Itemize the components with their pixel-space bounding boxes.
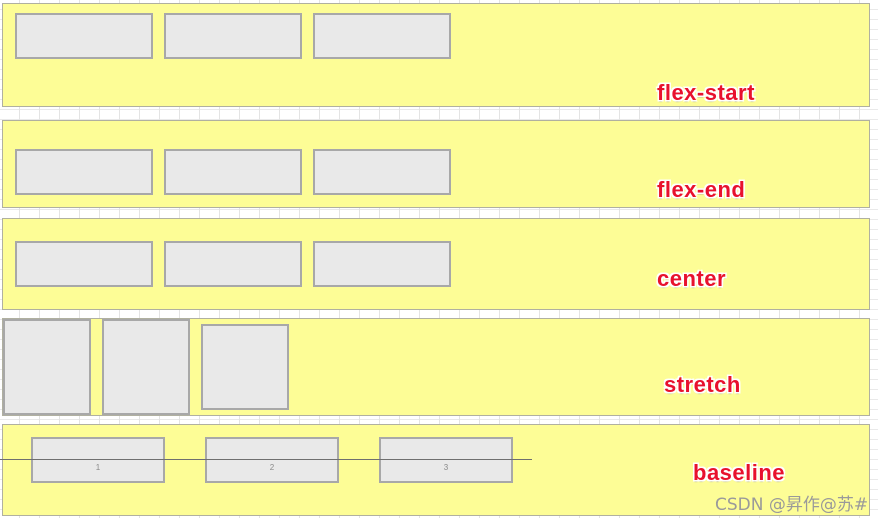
- flex-item: [15, 13, 153, 59]
- row-label-baseline: baseline: [693, 460, 786, 485]
- watermark: CSDN @昇作@苏#: [715, 495, 869, 515]
- flex-item: [313, 13, 451, 59]
- flex-item: [3, 319, 91, 415]
- flex-item: [313, 149, 451, 195]
- flex-item: [15, 149, 153, 195]
- flex-item: [201, 324, 289, 410]
- flex-item: [164, 241, 302, 287]
- flex-item: [164, 13, 302, 59]
- flex-container-flex-start: [2, 3, 870, 107]
- flex-item: 1: [31, 437, 165, 483]
- flex-container-stretch: [2, 318, 870, 416]
- flex-item: [164, 149, 302, 195]
- flex-item: 2: [205, 437, 339, 483]
- flex-item: [15, 241, 153, 287]
- row-label-flex-start: flex-start: [657, 80, 755, 105]
- flex-item: 3: [379, 437, 513, 483]
- row-label-center: center: [657, 266, 727, 291]
- flex-container-baseline: 1 2 3: [2, 424, 870, 516]
- row-label-flex-end: flex-end: [657, 177, 746, 202]
- flex-container-center: [2, 218, 870, 310]
- row-label-stretch: stretch: [664, 372, 741, 397]
- flex-container-flex-end: [2, 120, 870, 208]
- flex-item: [313, 241, 451, 287]
- flex-item: [102, 319, 190, 415]
